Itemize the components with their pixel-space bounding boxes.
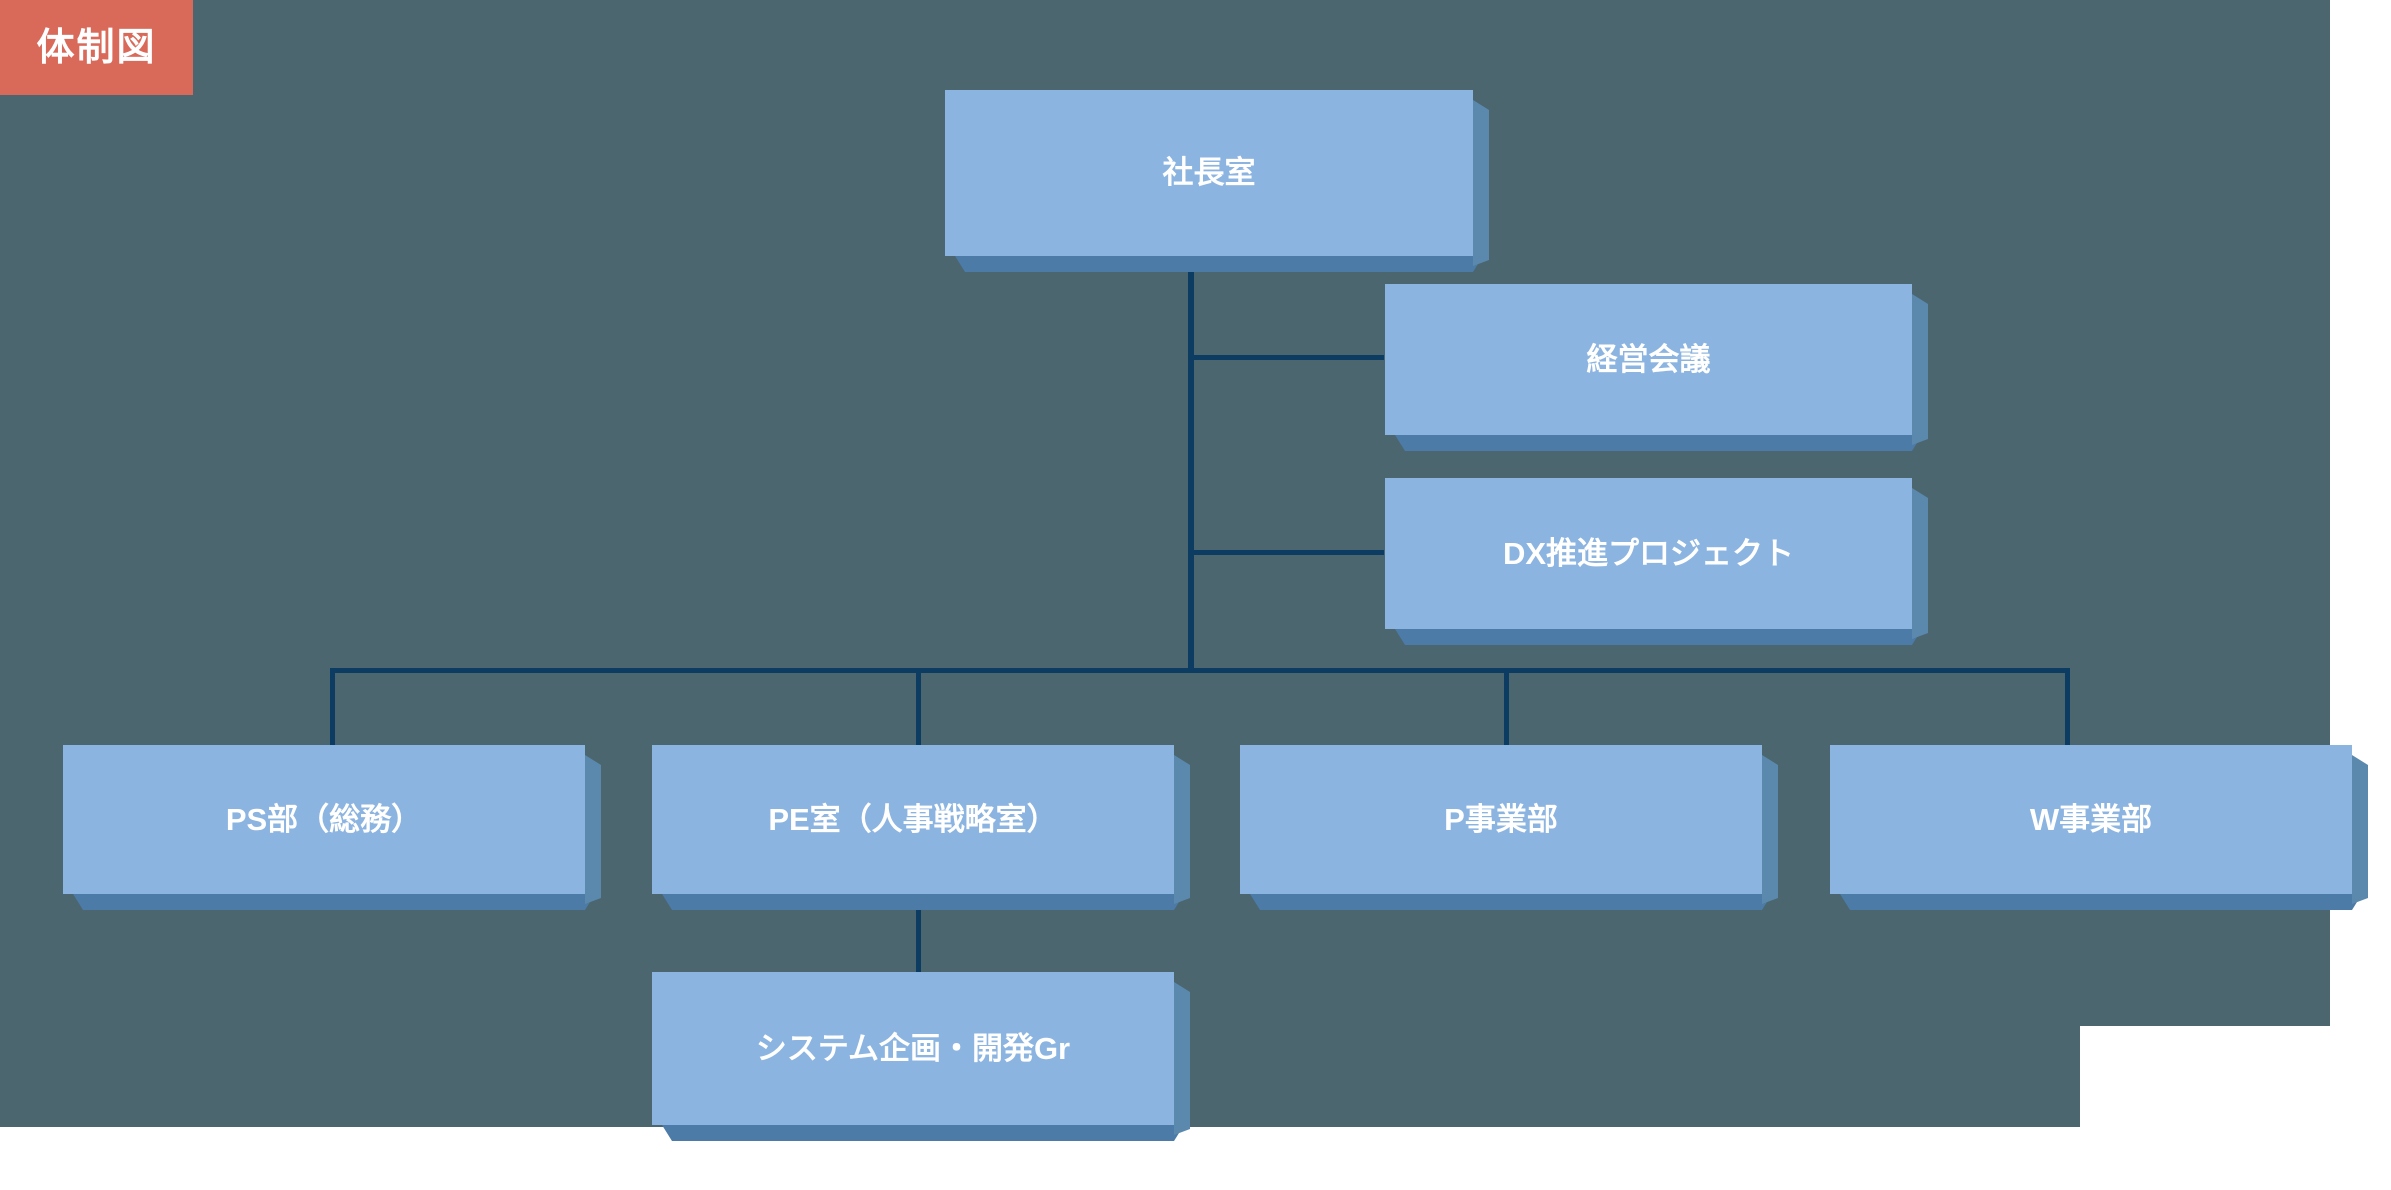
org-node-label: システム企画・開発Gr xyxy=(755,1030,1071,1066)
org-node-ps-department[interactable]: PS部（総務） xyxy=(63,745,585,894)
org-node-label: DX推進プロジェクト xyxy=(1502,535,1795,571)
connector-drop-ps-department xyxy=(330,668,335,746)
org-node-pe-office[interactable]: PE室（人事戦略室） xyxy=(652,745,1174,894)
node-shadow-right xyxy=(1912,294,1928,445)
node-shadow-right xyxy=(1174,755,1190,904)
node-shadow-right xyxy=(585,755,601,904)
page-title: 体制図 xyxy=(36,26,157,69)
node-face: PE室（人事戦略室） xyxy=(652,745,1174,894)
node-shadow-right xyxy=(1762,755,1778,904)
node-face: システム企画・開発Gr xyxy=(652,972,1174,1125)
org-node-label: PS部（総務） xyxy=(225,801,423,837)
node-face: DX推進プロジェクト xyxy=(1385,478,1912,629)
page-title-badge: 体制図 xyxy=(0,0,193,95)
org-node-system-planning-gr[interactable]: システム企画・開発Gr xyxy=(652,972,1174,1125)
org-node-label: P事業部 xyxy=(1444,801,1558,837)
org-node-p-division[interactable]: P事業部 xyxy=(1240,745,1762,894)
connector-drop-pe-office xyxy=(916,668,921,746)
org-node-dx-project[interactable]: DX推進プロジェクト xyxy=(1385,478,1912,629)
node-face: P事業部 xyxy=(1240,745,1762,894)
node-face: 社長室 xyxy=(945,90,1473,256)
connector-drop-system-planning-gr xyxy=(916,905,921,972)
node-shadow-bottom xyxy=(955,256,1483,272)
node-face: 経営会議 xyxy=(1385,284,1912,435)
connector-trunk-vertical xyxy=(1188,256,1194,673)
org-node-president-office[interactable]: 社長室 xyxy=(945,90,1473,256)
connector-drop-w-division xyxy=(2065,668,2070,746)
node-shadow-right xyxy=(1473,100,1489,266)
node-shadow-bottom xyxy=(1250,894,1772,910)
connector-branch-management-meeting xyxy=(1188,355,1384,360)
org-node-label: 社長室 xyxy=(1162,155,1256,191)
org-node-w-division[interactable]: W事業部 xyxy=(1830,745,2352,894)
node-shadow-bottom xyxy=(662,894,1184,910)
org-node-label: PE室（人事戦略室） xyxy=(768,801,1058,837)
node-shadow-bottom xyxy=(1840,894,2362,910)
org-node-label: W事業部 xyxy=(2029,801,2153,837)
node-shadow-bottom xyxy=(73,894,595,910)
connector-branch-dx-project xyxy=(1188,550,1384,555)
org-node-management-meeting[interactable]: 経営会議 xyxy=(1385,284,1912,435)
node-shadow-bottom xyxy=(1395,629,1922,645)
node-shadow-bottom xyxy=(1395,435,1922,451)
node-shadow-right xyxy=(1912,488,1928,639)
node-face: PS部（総務） xyxy=(63,745,585,894)
node-face: W事業部 xyxy=(1830,745,2352,894)
connector-bus-horizontal xyxy=(330,668,2070,673)
node-shadow-bottom xyxy=(662,1125,1184,1141)
node-shadow-right xyxy=(2352,755,2368,904)
connector-drop-p-division xyxy=(1504,668,1509,746)
node-shadow-right xyxy=(1174,982,1190,1135)
org-node-label: 経営会議 xyxy=(1586,341,1711,377)
